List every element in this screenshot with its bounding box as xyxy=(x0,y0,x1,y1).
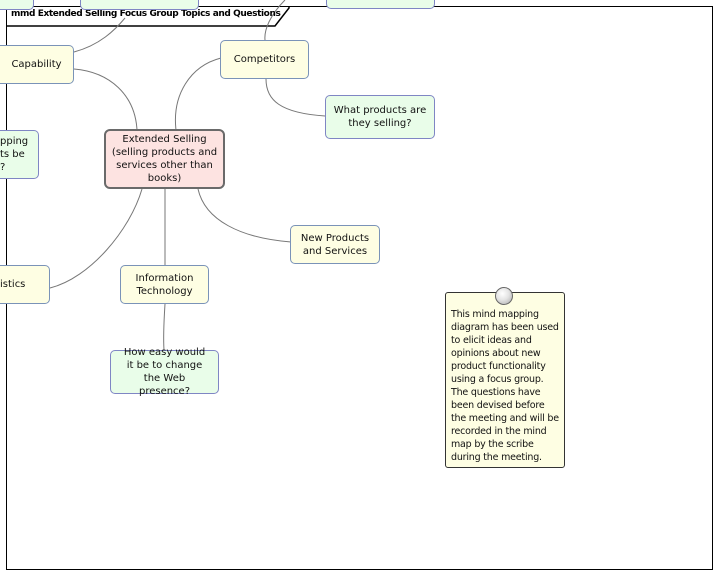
topic-competitors-label: Competitors xyxy=(233,54,296,65)
partial-node-top-left-1[interactable] xyxy=(0,0,34,10)
topic-capability[interactable]: Capability xyxy=(0,45,74,84)
note-text: This mind mapping diagram has been used … xyxy=(451,309,559,463)
link-central-logistics xyxy=(49,188,143,289)
topic-capability-label: Capability xyxy=(11,59,62,70)
link-competitors-question xyxy=(265,78,326,117)
frame-title-tab xyxy=(7,6,290,27)
central-node-label: Extended Selling (selling products and s… xyxy=(111,134,218,184)
pin-icon xyxy=(495,287,513,305)
partial-node-top-left-2[interactable] xyxy=(80,0,199,10)
topic-competitors[interactable]: Competitors xyxy=(220,40,309,79)
topic-information-technology-label: Information Technology xyxy=(135,272,194,297)
question-what-products-label: What products are they selling? xyxy=(333,105,427,129)
note-box[interactable]: This mind mapping diagram has been used … xyxy=(445,292,565,468)
link-central-competitors xyxy=(174,57,222,131)
topic-logistics-label: istics xyxy=(0,279,26,290)
topic-new-products[interactable]: New Products and Services xyxy=(290,225,380,264)
topic-new-products-label: New Products and Services xyxy=(300,232,370,257)
question-shipping-partial[interactable]: pping ts be ? xyxy=(0,130,39,179)
link-it-webpresence xyxy=(163,303,166,351)
question-shipping-partial-label: pping ts be ? xyxy=(0,136,29,173)
link-capability-top xyxy=(73,17,126,53)
central-node[interactable]: Extended Selling (selling products and s… xyxy=(104,129,225,189)
question-web-presence-label: How easy would it be to change the Web p… xyxy=(123,347,206,397)
topic-information-technology[interactable]: Information Technology xyxy=(120,265,209,304)
frame-title: mmd Extended Selling Focus Group Topics … xyxy=(11,9,281,19)
question-what-products[interactable]: What products are they selling? xyxy=(325,95,435,139)
partial-node-top-right[interactable] xyxy=(326,0,435,9)
link-central-newproducts xyxy=(197,188,292,243)
link-central-capability xyxy=(73,68,138,131)
topic-logistics[interactable]: istics xyxy=(0,265,50,304)
link-competitors-top xyxy=(264,0,286,41)
question-web-presence[interactable]: How easy would it be to change the Web p… xyxy=(110,347,219,397)
